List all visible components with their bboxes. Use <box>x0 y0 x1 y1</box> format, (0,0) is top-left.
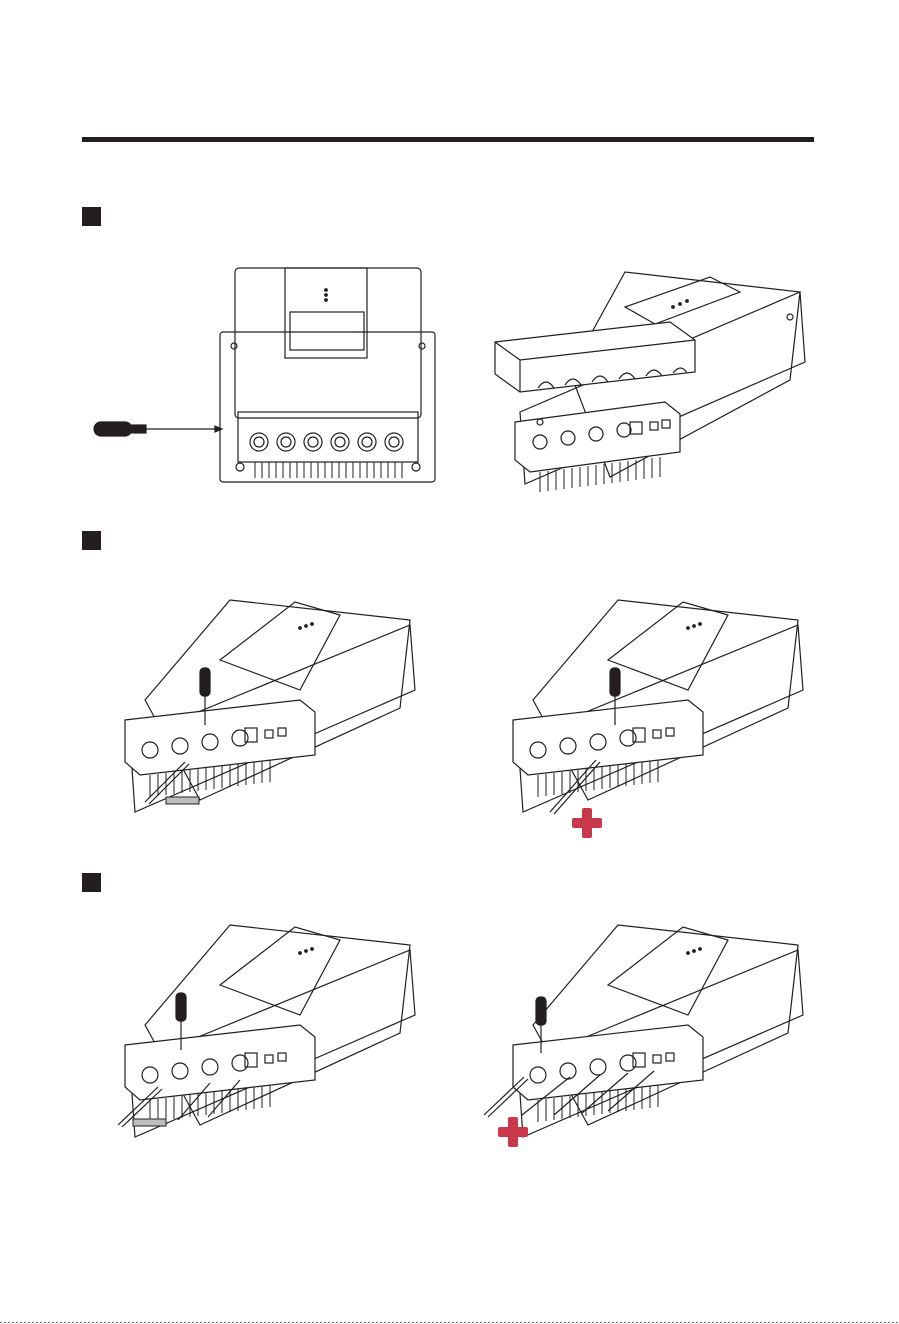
display-module <box>220 602 340 690</box>
display-module <box>285 268 367 358</box>
positive-battery-cable-illustration <box>478 590 838 850</box>
front-view-screwdriver-illustration <box>80 262 440 522</box>
heatsink-fins <box>255 462 402 478</box>
terminal-cover-lifted <box>495 322 695 392</box>
display-module <box>608 927 728 1015</box>
screwdriver-icon <box>94 422 222 436</box>
minus-sign-icon <box>166 797 199 804</box>
section-header-rule <box>82 137 814 142</box>
cable-glands <box>250 433 403 451</box>
plus-sign-icon <box>572 808 602 838</box>
terminal-block <box>513 700 703 775</box>
terminal-block <box>125 700 315 775</box>
negative-battery-cable-illustration <box>90 590 450 850</box>
mounting-plate <box>220 332 435 482</box>
page-bottom-edge <box>0 1322 899 1323</box>
step-1-marker <box>82 207 101 226</box>
step-2-marker <box>82 531 101 550</box>
positive-pv-cable-illustration <box>478 915 838 1175</box>
terminal-cover <box>238 412 418 462</box>
display-module <box>625 277 740 324</box>
display-module <box>220 927 340 1015</box>
controller-body <box>235 268 421 418</box>
terminal-block <box>125 1025 315 1100</box>
display-window <box>290 312 364 350</box>
negative-pv-cable-illustration <box>90 915 450 1175</box>
terminal-block <box>515 402 680 472</box>
display-module <box>608 602 728 690</box>
plus-sign-icon <box>498 1117 528 1147</box>
step-3-marker <box>82 873 101 892</box>
minus-sign-icon <box>133 1119 166 1126</box>
cover-removed-illustration <box>480 262 840 522</box>
